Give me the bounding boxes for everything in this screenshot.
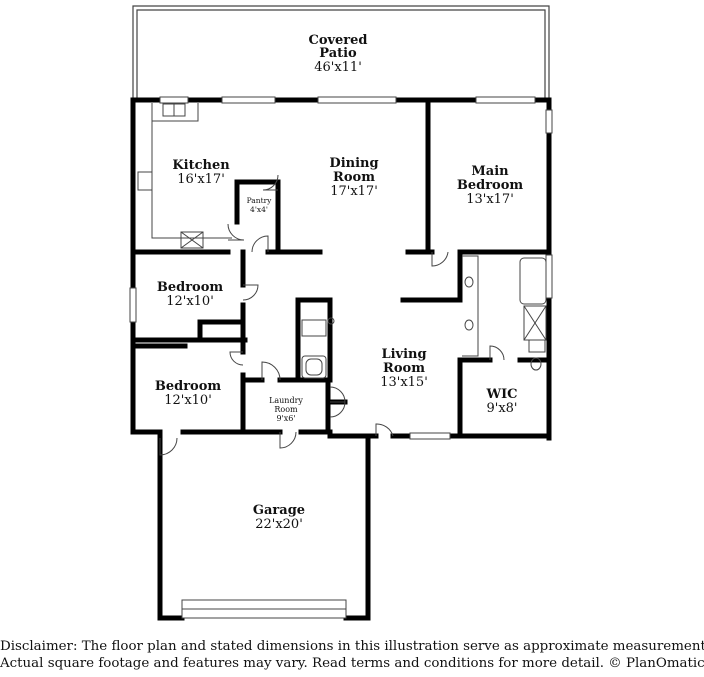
room-kitchen: Kitchen 16'x17' — [172, 158, 230, 187]
main-bedroom-name-1: Main — [471, 164, 509, 179]
covered-patio-name-1: Covered — [308, 33, 367, 48]
disclaimer-line-1: Disclaimer: The floor plan and stated di… — [0, 639, 704, 654]
room-wic: WIC 9'x8' — [485, 387, 517, 416]
windows — [129, 96, 553, 619]
disclaimer-line-2: Actual square footage and features may v… — [0, 656, 704, 671]
room-laundry: Laundry Room 9'x6' — [269, 396, 303, 423]
pantry-name: Pantry — [247, 196, 273, 205]
room-main-bedroom: Main Bedroom 13'x17' — [457, 164, 524, 207]
laundry-name-1: Laundry — [269, 396, 303, 405]
garage-name: Garage — [253, 503, 305, 518]
room-covered-patio: Covered Patio 46'x11' — [308, 33, 367, 75]
bathroom-fixtures — [301, 255, 547, 379]
laundry-dims: 9'x6' — [276, 414, 295, 423]
kitchen-dims: 16'x17' — [177, 172, 225, 187]
bedroom-upper-dims: 12'x10' — [166, 294, 214, 309]
garage-dims: 22'x20' — [255, 517, 303, 532]
walls — [130, 97, 552, 621]
room-garage: Garage 22'x20' — [253, 503, 305, 532]
dining-room-name-2: Room — [333, 170, 375, 185]
laundry-name-2: Room — [274, 405, 298, 414]
doors — [159, 174, 505, 456]
main-bedroom-name-2: Bedroom — [457, 178, 524, 193]
living-room-name-2: Room — [383, 361, 425, 376]
floor-plan-diagram: Covered Patio 46'x11' Kitchen 16'x17' Di… — [129, 5, 553, 621]
covered-patio-outline — [132, 5, 550, 100]
pantry-dims: 4'x4' — [250, 205, 268, 214]
room-dining-room: Dining Room 17'x17' — [329, 156, 378, 199]
living-room-name-1: Living — [381, 347, 426, 362]
room-living-room: Living Room 13'x15' — [380, 347, 428, 390]
living-room-dims: 13'x15' — [380, 375, 428, 390]
room-pantry: Pantry 4'x4' — [247, 196, 273, 214]
wic-name: WIC — [485, 387, 517, 402]
bedroom-lower-name: Bedroom — [155, 379, 222, 394]
room-bedroom-upper: Bedroom 12'x10' — [157, 280, 224, 309]
covered-patio-name-2: Patio — [319, 46, 357, 61]
room-bedroom-lower: Bedroom 12'x10' — [155, 379, 222, 408]
dining-room-name-1: Dining — [329, 156, 378, 171]
wic-dims: 9'x8' — [486, 401, 517, 416]
main-bedroom-dims: 13'x17' — [466, 192, 514, 207]
bedroom-upper-name: Bedroom — [157, 280, 224, 295]
kitchen-name: Kitchen — [172, 158, 230, 173]
kitchen-counters — [137, 103, 232, 249]
dining-room-dims: 17'x17' — [330, 184, 378, 199]
covered-patio-dims: 46'x11' — [314, 60, 362, 75]
bedroom-lower-dims: 12'x10' — [164, 393, 212, 408]
